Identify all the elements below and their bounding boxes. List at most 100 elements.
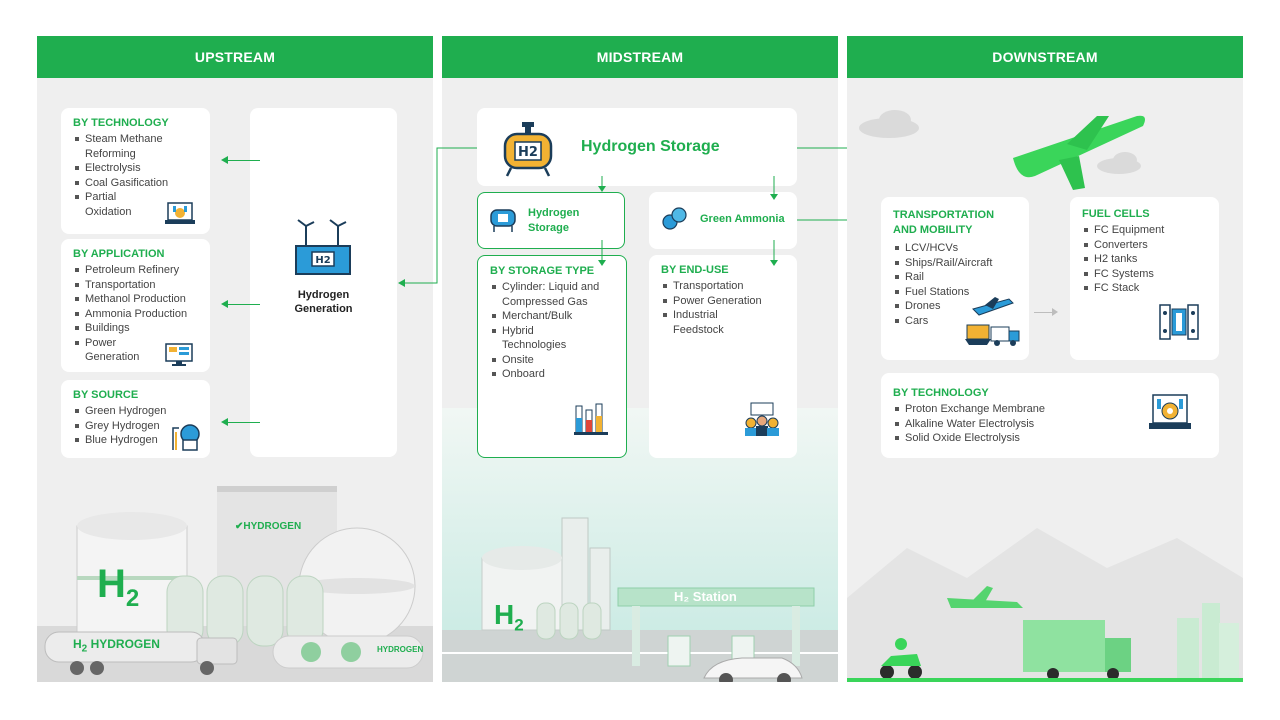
storage-tank-icon — [490, 209, 516, 232]
card-title: BY TECHNOLOGY — [893, 387, 989, 399]
list-item: Hybrid Technologies — [490, 324, 570, 353]
list-item: Transportation — [661, 279, 785, 294]
downstream-technology-card: BY TECHNOLOGY Proton Exchange Membrane A… — [881, 373, 1219, 458]
green-ammonia-label: Green Ammonia — [700, 213, 785, 225]
arrow-head — [221, 156, 228, 164]
hydrogen-storage-main-card: H2 Hydrogen Storage — [477, 108, 797, 186]
molecule-icon — [662, 207, 687, 230]
list-item: Methanol Production — [73, 292, 198, 307]
plant-sign: ✔HYDROGEN — [235, 521, 302, 532]
upstream-source-card: BY SOURCE Green Hydrogen Grey Hydrogen B… — [61, 380, 210, 458]
storage-small-label: Hydrogen Storage — [528, 207, 580, 234]
arrow-to-source — [226, 422, 260, 423]
transport-mobility-card: TRANSPORTATION AND MOBILITY LCV/HCVs Shi… — [881, 197, 1029, 360]
downstream-column: DOWNSTREAM — [847, 36, 1243, 682]
svg-text:H2: H2 — [518, 145, 538, 160]
svg-text:H2: H2 — [315, 255, 330, 266]
list-item: Green Hydrogen — [73, 404, 198, 419]
arrow-head — [1052, 308, 1058, 316]
hydrogen-storage-small-card: Hydrogen Storage — [477, 192, 625, 249]
list-item: Cylinder: Liquid and Compressed Gas — [490, 280, 620, 309]
tank-label: HYDROGEN — [377, 645, 424, 654]
upstream-header: UPSTREAM — [37, 36, 433, 78]
factory-laptop-icon — [165, 202, 195, 224]
application-list: Petroleum Refinery Transportation Methan… — [73, 263, 198, 365]
arrow-head — [221, 418, 228, 426]
list-item: Coal Gasification — [73, 176, 198, 191]
hydrogen-plant-illustration — [37, 456, 433, 682]
h2-station-label: H2 — [494, 599, 524, 635]
list-item: Ammonia Production — [73, 307, 198, 322]
midstream-header: MIDSTREAM — [442, 36, 838, 78]
downstream-technology-list: Proton Exchange Membrane Alkaline Water … — [893, 402, 1207, 446]
h2-plant-label: H2 — [97, 562, 140, 612]
card-title: BY SOURCE — [73, 389, 139, 401]
list-item: Steam Methane Reforming — [73, 132, 191, 161]
transport-list: LCV/HCVs Ships/Rail/Aircraft Rail Fuel S… — [893, 241, 1017, 328]
truck-label: H2 HYDROGEN — [73, 637, 160, 655]
card-title: BY STORAGE TYPE — [490, 265, 595, 277]
monitor-dashboard-icon — [165, 343, 193, 366]
list-item: Proton Exchange Membrane — [893, 402, 1207, 417]
list-item: Merchant/Bulk — [490, 309, 614, 324]
list-item: Rail — [893, 270, 1017, 285]
upstream-application-card: BY APPLICATION Petroleum Refinery Transp… — [61, 239, 210, 372]
fuel-cells-card: FUEL CELLS FC Equipment Converters H2 ta… — [1070, 197, 1219, 360]
station-sign: H₂ Station — [674, 589, 737, 604]
list-item: Alkaline Water Electrolysis — [893, 417, 1207, 432]
card-title: BY END-USE — [661, 264, 729, 276]
list-item: Buildings — [73, 321, 198, 336]
list-item: Converters — [1082, 238, 1207, 253]
fuel-cells-list: FC Equipment Converters H2 tanks FC Syst… — [1082, 223, 1207, 296]
list-item: Onboard — [490, 367, 614, 382]
list-item: H2 tanks — [1082, 252, 1207, 267]
list-item: Petroleum Refinery — [73, 263, 198, 278]
card-title: TRANSPORTATION AND MOBILITY — [893, 209, 995, 236]
arrow-head — [221, 300, 228, 308]
list-item: FC Equipment — [1082, 223, 1207, 238]
list-item: Solid Oxide Electrolysis — [893, 431, 1207, 446]
downstream-header: DOWNSTREAM — [847, 36, 1243, 78]
list-item: LCV/HCVs — [893, 241, 1017, 256]
list-item: Onsite — [490, 353, 614, 368]
list-item: Fuel Stations — [893, 285, 1017, 300]
technology-list: Steam Methane Reforming Electrolysis Coa… — [73, 132, 198, 219]
list-item: Cars — [893, 314, 1017, 329]
list-item: Drones — [893, 299, 1017, 314]
team-icon — [745, 402, 779, 436]
arrow-to-technology — [226, 160, 260, 161]
list-item: FC Systems — [1082, 267, 1207, 282]
green-ammonia-card: Green Ammonia — [649, 192, 797, 249]
hydrogen-storage-title: Hydrogen Storage — [581, 138, 720, 155]
upstream-technology-card: BY TECHNOLOGY Steam Methane Reforming El… — [61, 108, 210, 234]
hydrogen-generation-label: Hydrogen Generation — [294, 289, 353, 315]
list-item: Grey Hydrogen — [73, 419, 198, 434]
test-tubes-icon — [574, 403, 608, 435]
end-use-list: Transportation Power Generation Industri… — [661, 279, 785, 337]
list-item: Ships/Rail/Aircraft — [893, 256, 1017, 271]
end-use-card: BY END-USE Transportation Power Generati… — [649, 255, 797, 458]
source-list: Green Hydrogen Grey Hydrogen Blue Hydrog… — [73, 404, 198, 448]
list-item: Industrial Feedstock — [661, 308, 741, 337]
card-title: BY APPLICATION — [73, 248, 165, 260]
card-title: BY TECHNOLOGY — [73, 117, 169, 129]
list-item: Power Generation — [661, 294, 785, 309]
fuel-cell-stack-icon — [1159, 304, 1199, 340]
list-item: FC Stack — [1082, 281, 1207, 296]
hydrogen-tank-icon — [172, 424, 200, 451]
hydrogen-generation-icon: H2 — [295, 219, 351, 275]
arrow-transport-to-fuel — [1034, 312, 1054, 313]
hydrogen-generation-card: H2 Hydrogen Generation — [250, 108, 397, 457]
arrow-to-application — [226, 304, 260, 305]
card-title: FUEL CELLS — [1082, 208, 1150, 220]
list-item: Blue Hydrogen — [73, 433, 198, 448]
storage-type-list: Cylinder: Liquid and Compressed Gas Merc… — [490, 280, 614, 382]
storage-type-card: BY STORAGE TYPE Cylinder: Liquid and Com… — [477, 255, 627, 458]
laptop-gear-icon — [1149, 394, 1191, 429]
list-item: Power Generation — [73, 336, 153, 365]
list-item: Partial Oxidation — [73, 190, 153, 219]
downstream-scene — [847, 110, 1243, 682]
list-item: Transportation — [73, 278, 198, 293]
list-item: Electrolysis — [73, 161, 198, 176]
vehicles-icon — [965, 297, 1020, 346]
